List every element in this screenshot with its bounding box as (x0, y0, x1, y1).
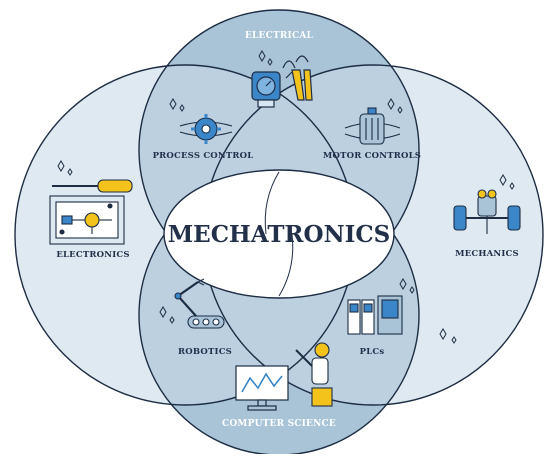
electronics-label: ELECTRONICS (56, 250, 129, 260)
robotics-label: ROBOTICS (178, 347, 232, 357)
sparkle-icon (258, 50, 273, 66)
center-lens-top (264, 171, 280, 235)
plcs-label: PLCs (360, 347, 385, 357)
center-title: MECHATRONICS (168, 221, 391, 248)
sparkle-icon (399, 278, 415, 294)
sparkle-icon (439, 174, 515, 344)
robot-arm-icon (174, 278, 225, 329)
center-ellipse (163, 169, 395, 299)
electric-meter-and-pliers-icon (251, 55, 313, 108)
computer-monitor-icon (235, 365, 289, 411)
computer-science-label: COMPUTER SCIENCE (222, 419, 336, 429)
circuit-board-icon (49, 179, 133, 245)
mechanics-label: MECHANICS (455, 249, 519, 259)
motor-controls-label: MOTOR CONTROLS (323, 151, 421, 161)
person-icon (295, 342, 333, 407)
sparkle-icon (159, 306, 175, 324)
plc-cabinet-icon (347, 295, 403, 335)
center-lens-bottom (278, 233, 294, 297)
process-control-label: PROCESS CONTROL (153, 151, 254, 161)
sparkle-icon (169, 98, 185, 112)
sparkle-icon (387, 98, 403, 114)
sparkle-icon (57, 160, 73, 176)
gear-process-icon (179, 114, 233, 144)
car-chassis-icon (453, 189, 521, 234)
electrical-label: ELECTRICAL (245, 31, 314, 41)
motor-icon (344, 107, 401, 145)
